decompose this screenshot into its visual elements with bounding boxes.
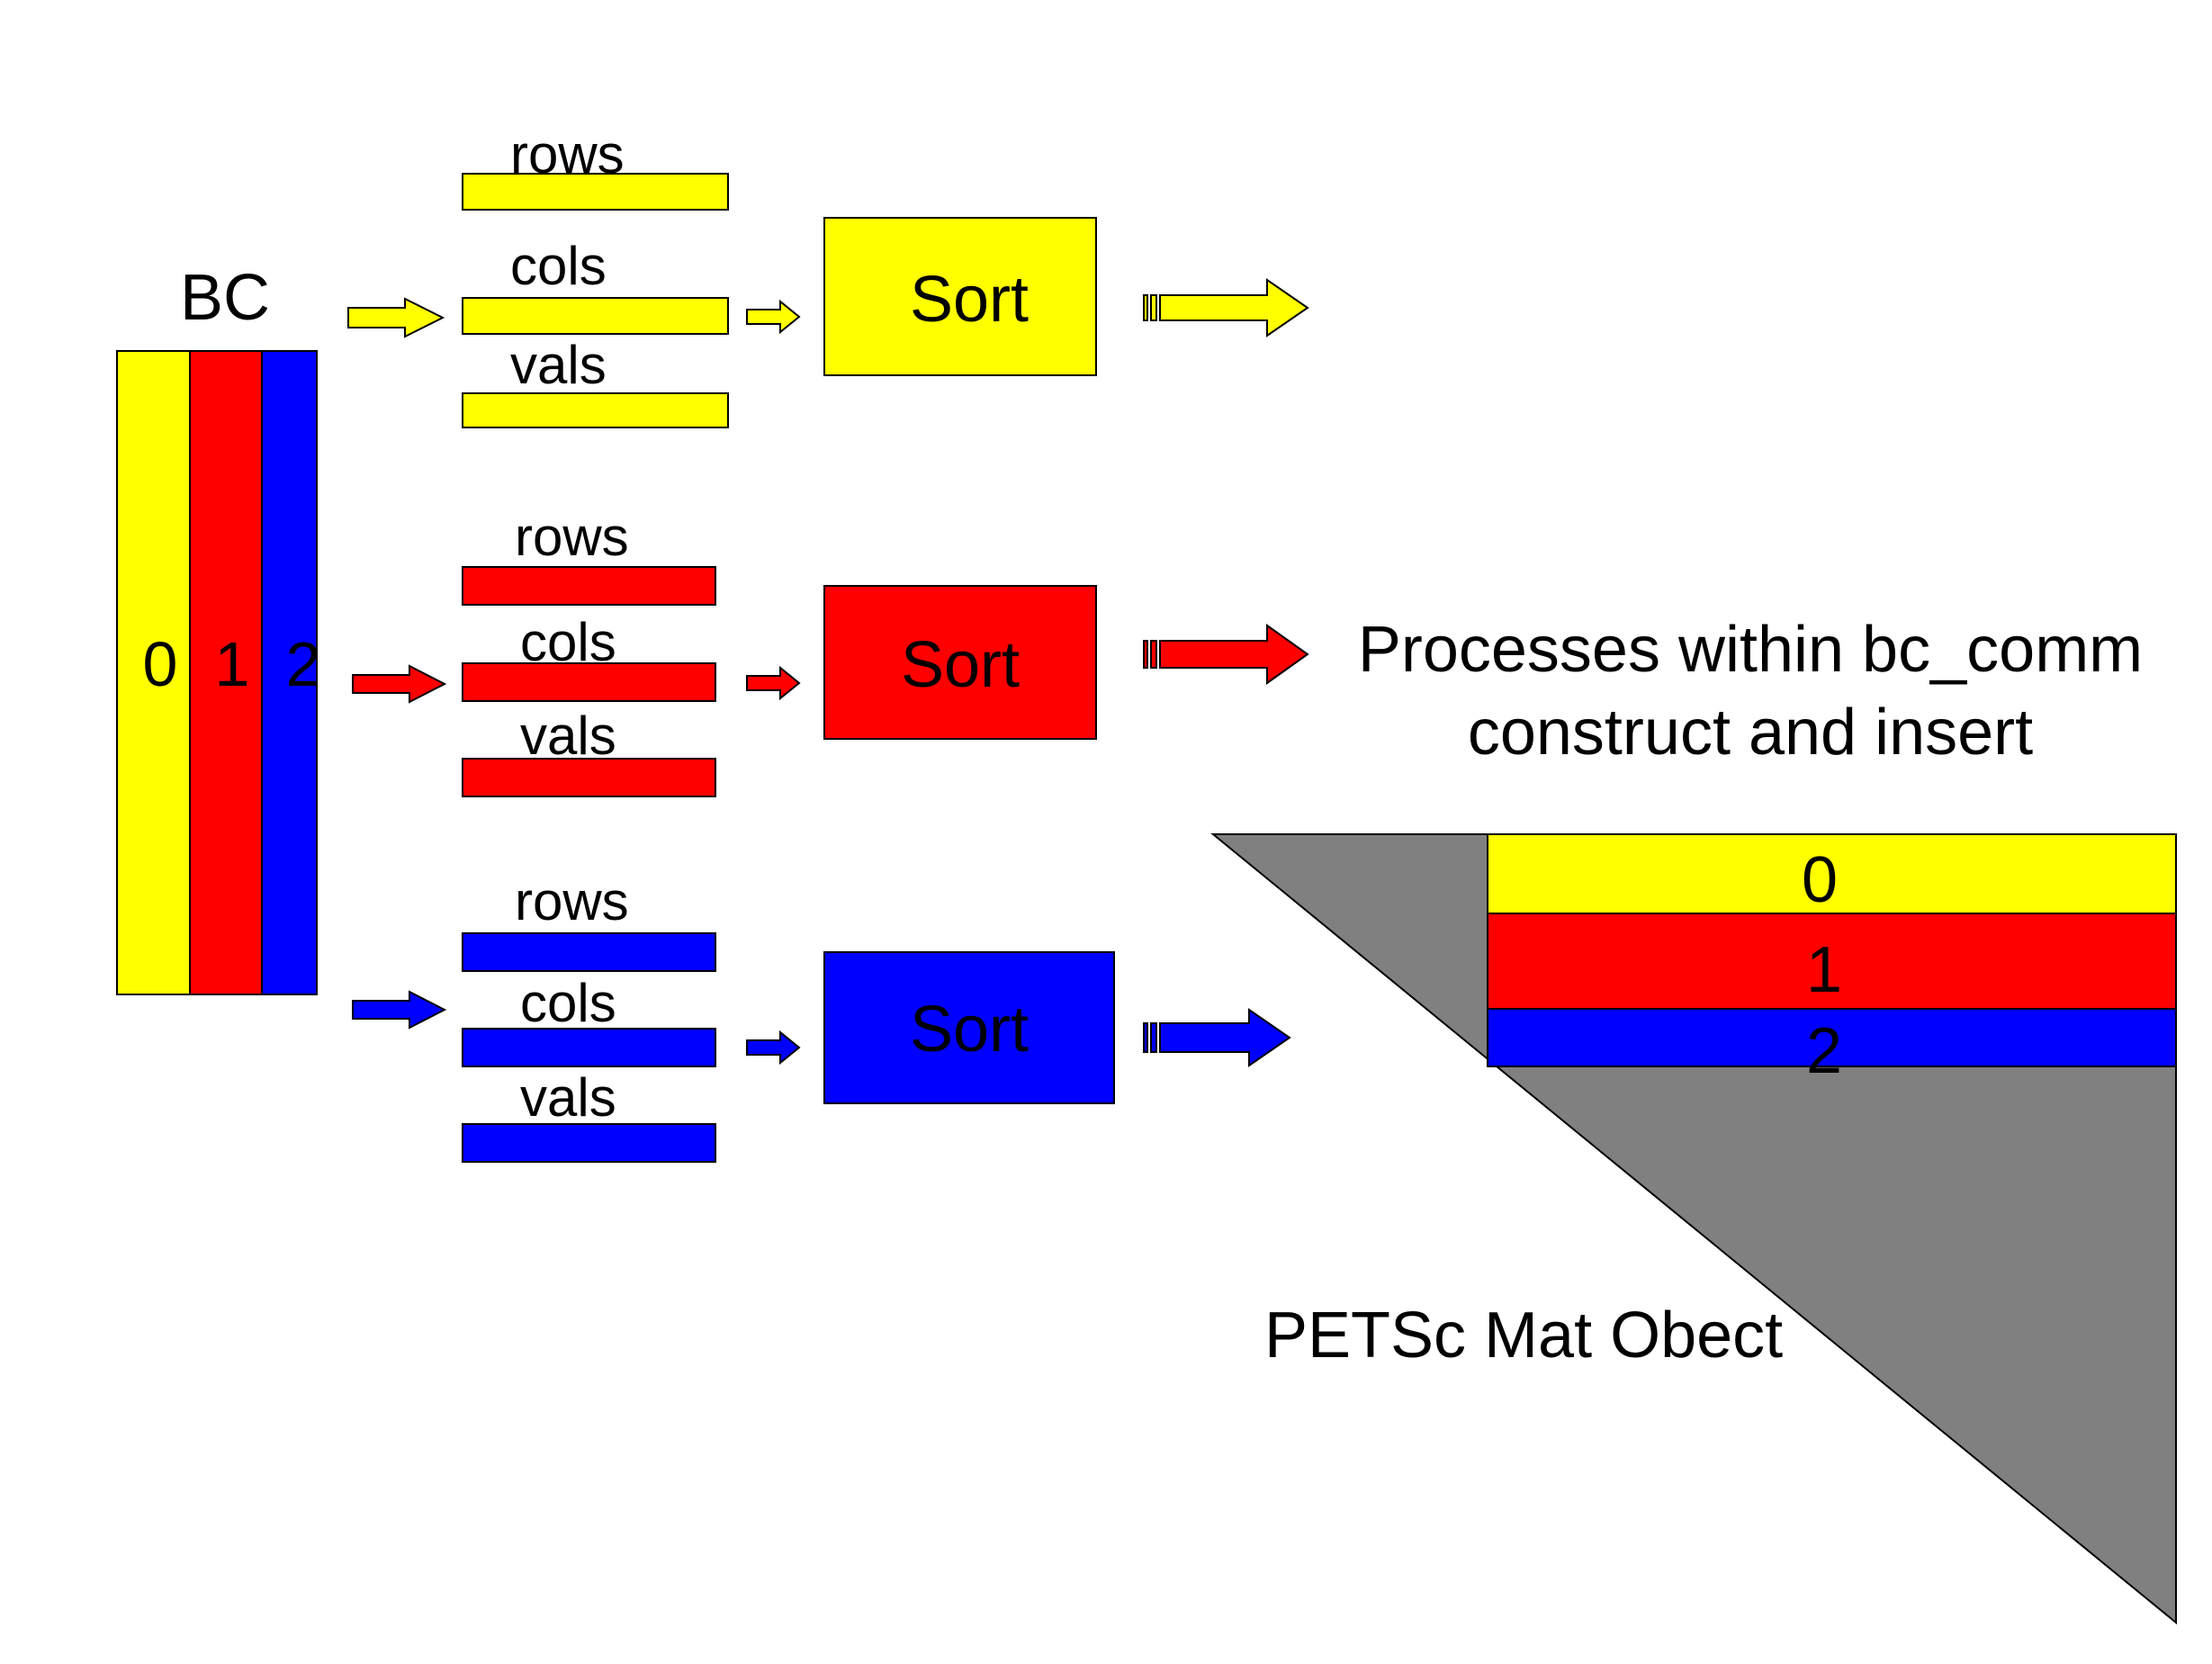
field-bar-cols [462,662,716,702]
arrow-to-fields-blue [352,990,447,1030]
group-blue: rows cols vals Sort [352,871,1291,1163]
matrix-row-2 [1487,1008,2177,1067]
matrix-label: PETSc Mat Obect [1264,1300,1783,1372]
field-bar-cols [462,297,729,335]
process-label-line-1: Processes within bc_comm [1358,614,2143,686]
matrix-row-0 [1487,833,2177,914]
field-label-vals: vals [520,706,616,766]
arrow-to-fields-yellow [347,297,445,338]
sort-box-red [823,585,1097,740]
field-bar-rows [462,566,716,606]
field-label-vals: vals [510,335,607,395]
bc-column-2 [261,350,318,995]
bc-column-1 [189,350,263,995]
field-label-vals: vals [520,1067,616,1128]
field-label-cols: cols [510,236,607,296]
arrow-to-matrix-blue [1143,1008,1291,1067]
group-red: rows cols vals Sort [352,507,1309,797]
sort-box-yellow [823,217,1097,376]
matrix-row-label-2: 2 [1806,1015,1842,1087]
bc-column-label-2: 2 [286,629,321,699]
matrix-row-1 [1487,913,2177,1010]
field-bar-vals [462,758,716,797]
arrow-to-sort-blue [746,1030,801,1066]
sort-box-blue [823,951,1115,1104]
matrix-row-label-1: 1 [1806,934,1842,1006]
arrow-to-matrix-yellow [1143,278,1309,337]
field-bar-rows [462,173,729,211]
field-label-cols: cols [520,973,616,1033]
field-bar-cols [462,1028,716,1067]
bc-column-0 [116,350,191,995]
sort-label-yellow: Sort [910,264,1029,336]
field-bar-vals [462,392,729,428]
bc-column-label-1: 1 [215,629,250,699]
sort-label-red: Sort [901,629,1020,701]
field-bar-vals [462,1123,716,1163]
arrow-to-sort-red [746,665,801,701]
arrow-to-matrix-red [1143,624,1309,685]
group-yellow: rows cols vals Sort [347,124,1309,428]
petsc-matrix: 0 1 2 PETSc Mat Obect [1210,833,2177,1625]
process-label-line-2: construct and insert [1468,697,2033,769]
matrix-row-label-0: 0 [1802,844,1838,916]
arrow-to-sort-yellow [746,299,801,335]
arrow-to-fields-red [352,664,447,704]
sort-label-blue: Sort [910,994,1029,1066]
field-label-rows: rows [515,507,629,567]
field-label-rows: rows [515,871,629,931]
field-bar-rows [462,932,716,972]
bc-column-label-0: 0 [143,629,178,699]
bc-block: BC 0 1 2 [116,262,321,995]
bc-title: BC [180,262,270,334]
field-label-cols: cols [520,612,616,672]
